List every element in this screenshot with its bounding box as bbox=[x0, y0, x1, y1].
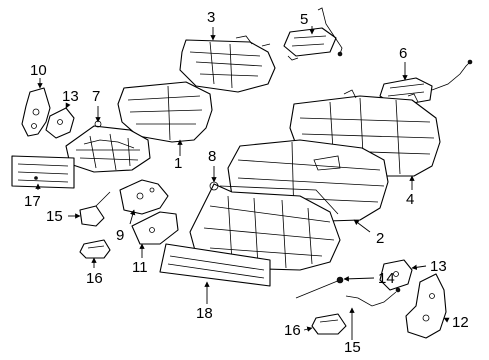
hinge-bracket-right bbox=[405, 273, 447, 339]
hinge-bracket-center bbox=[119, 179, 169, 215]
callout-15-left: 15 bbox=[46, 208, 63, 225]
callout-16-left: 16 bbox=[86, 270, 103, 287]
leader-lines bbox=[35, 26, 450, 340]
callout-4: 4 bbox=[406, 191, 414, 208]
callout-17: 17 bbox=[24, 193, 41, 210]
hinge-bracket bbox=[21, 87, 51, 137]
trim-bar-bottom bbox=[159, 243, 271, 287]
side-bracket-upper bbox=[45, 107, 75, 139]
callout-14: 14 bbox=[378, 270, 395, 287]
release-cable bbox=[345, 287, 401, 307]
seat-cushion-left bbox=[117, 81, 213, 143]
callout-11: 11 bbox=[132, 259, 148, 276]
callout-13-upper: 13 bbox=[62, 88, 79, 105]
callout-10: 10 bbox=[30, 62, 47, 79]
callout-6: 6 bbox=[399, 45, 407, 62]
seat-back-cover-left bbox=[179, 35, 276, 93]
callout-labels: 3 5 6 1 4 2 8 7 10 13 17 9 11 15 16 18 1… bbox=[24, 9, 469, 356]
callout-13-lower: 13 bbox=[430, 258, 447, 275]
latch-assembly-left bbox=[79, 191, 111, 227]
callout-16-right: 16 bbox=[284, 322, 301, 339]
callout-15-right: 15 bbox=[344, 339, 361, 356]
latch-cover-right bbox=[311, 313, 347, 335]
side-bracket-lower bbox=[379, 259, 413, 291]
trim-panel-left bbox=[11, 155, 75, 189]
callout-12: 12 bbox=[452, 314, 469, 331]
callout-9: 9 bbox=[116, 227, 124, 244]
lower-bracket bbox=[131, 211, 179, 245]
latch-cover-left bbox=[79, 239, 111, 259]
callout-8: 8 bbox=[208, 148, 216, 165]
seat-heater-mat-left bbox=[283, 7, 343, 61]
seat-frame-wide bbox=[189, 181, 341, 271]
release-rod bbox=[295, 276, 344, 299]
callout-7: 7 bbox=[92, 88, 100, 105]
callout-2: 2 bbox=[376, 230, 384, 247]
callout-3: 3 bbox=[207, 9, 215, 26]
callout-5: 5 bbox=[300, 11, 308, 28]
callout-1: 1 bbox=[174, 155, 182, 172]
callout-18: 18 bbox=[196, 305, 213, 322]
seat-frame-left bbox=[65, 120, 151, 173]
